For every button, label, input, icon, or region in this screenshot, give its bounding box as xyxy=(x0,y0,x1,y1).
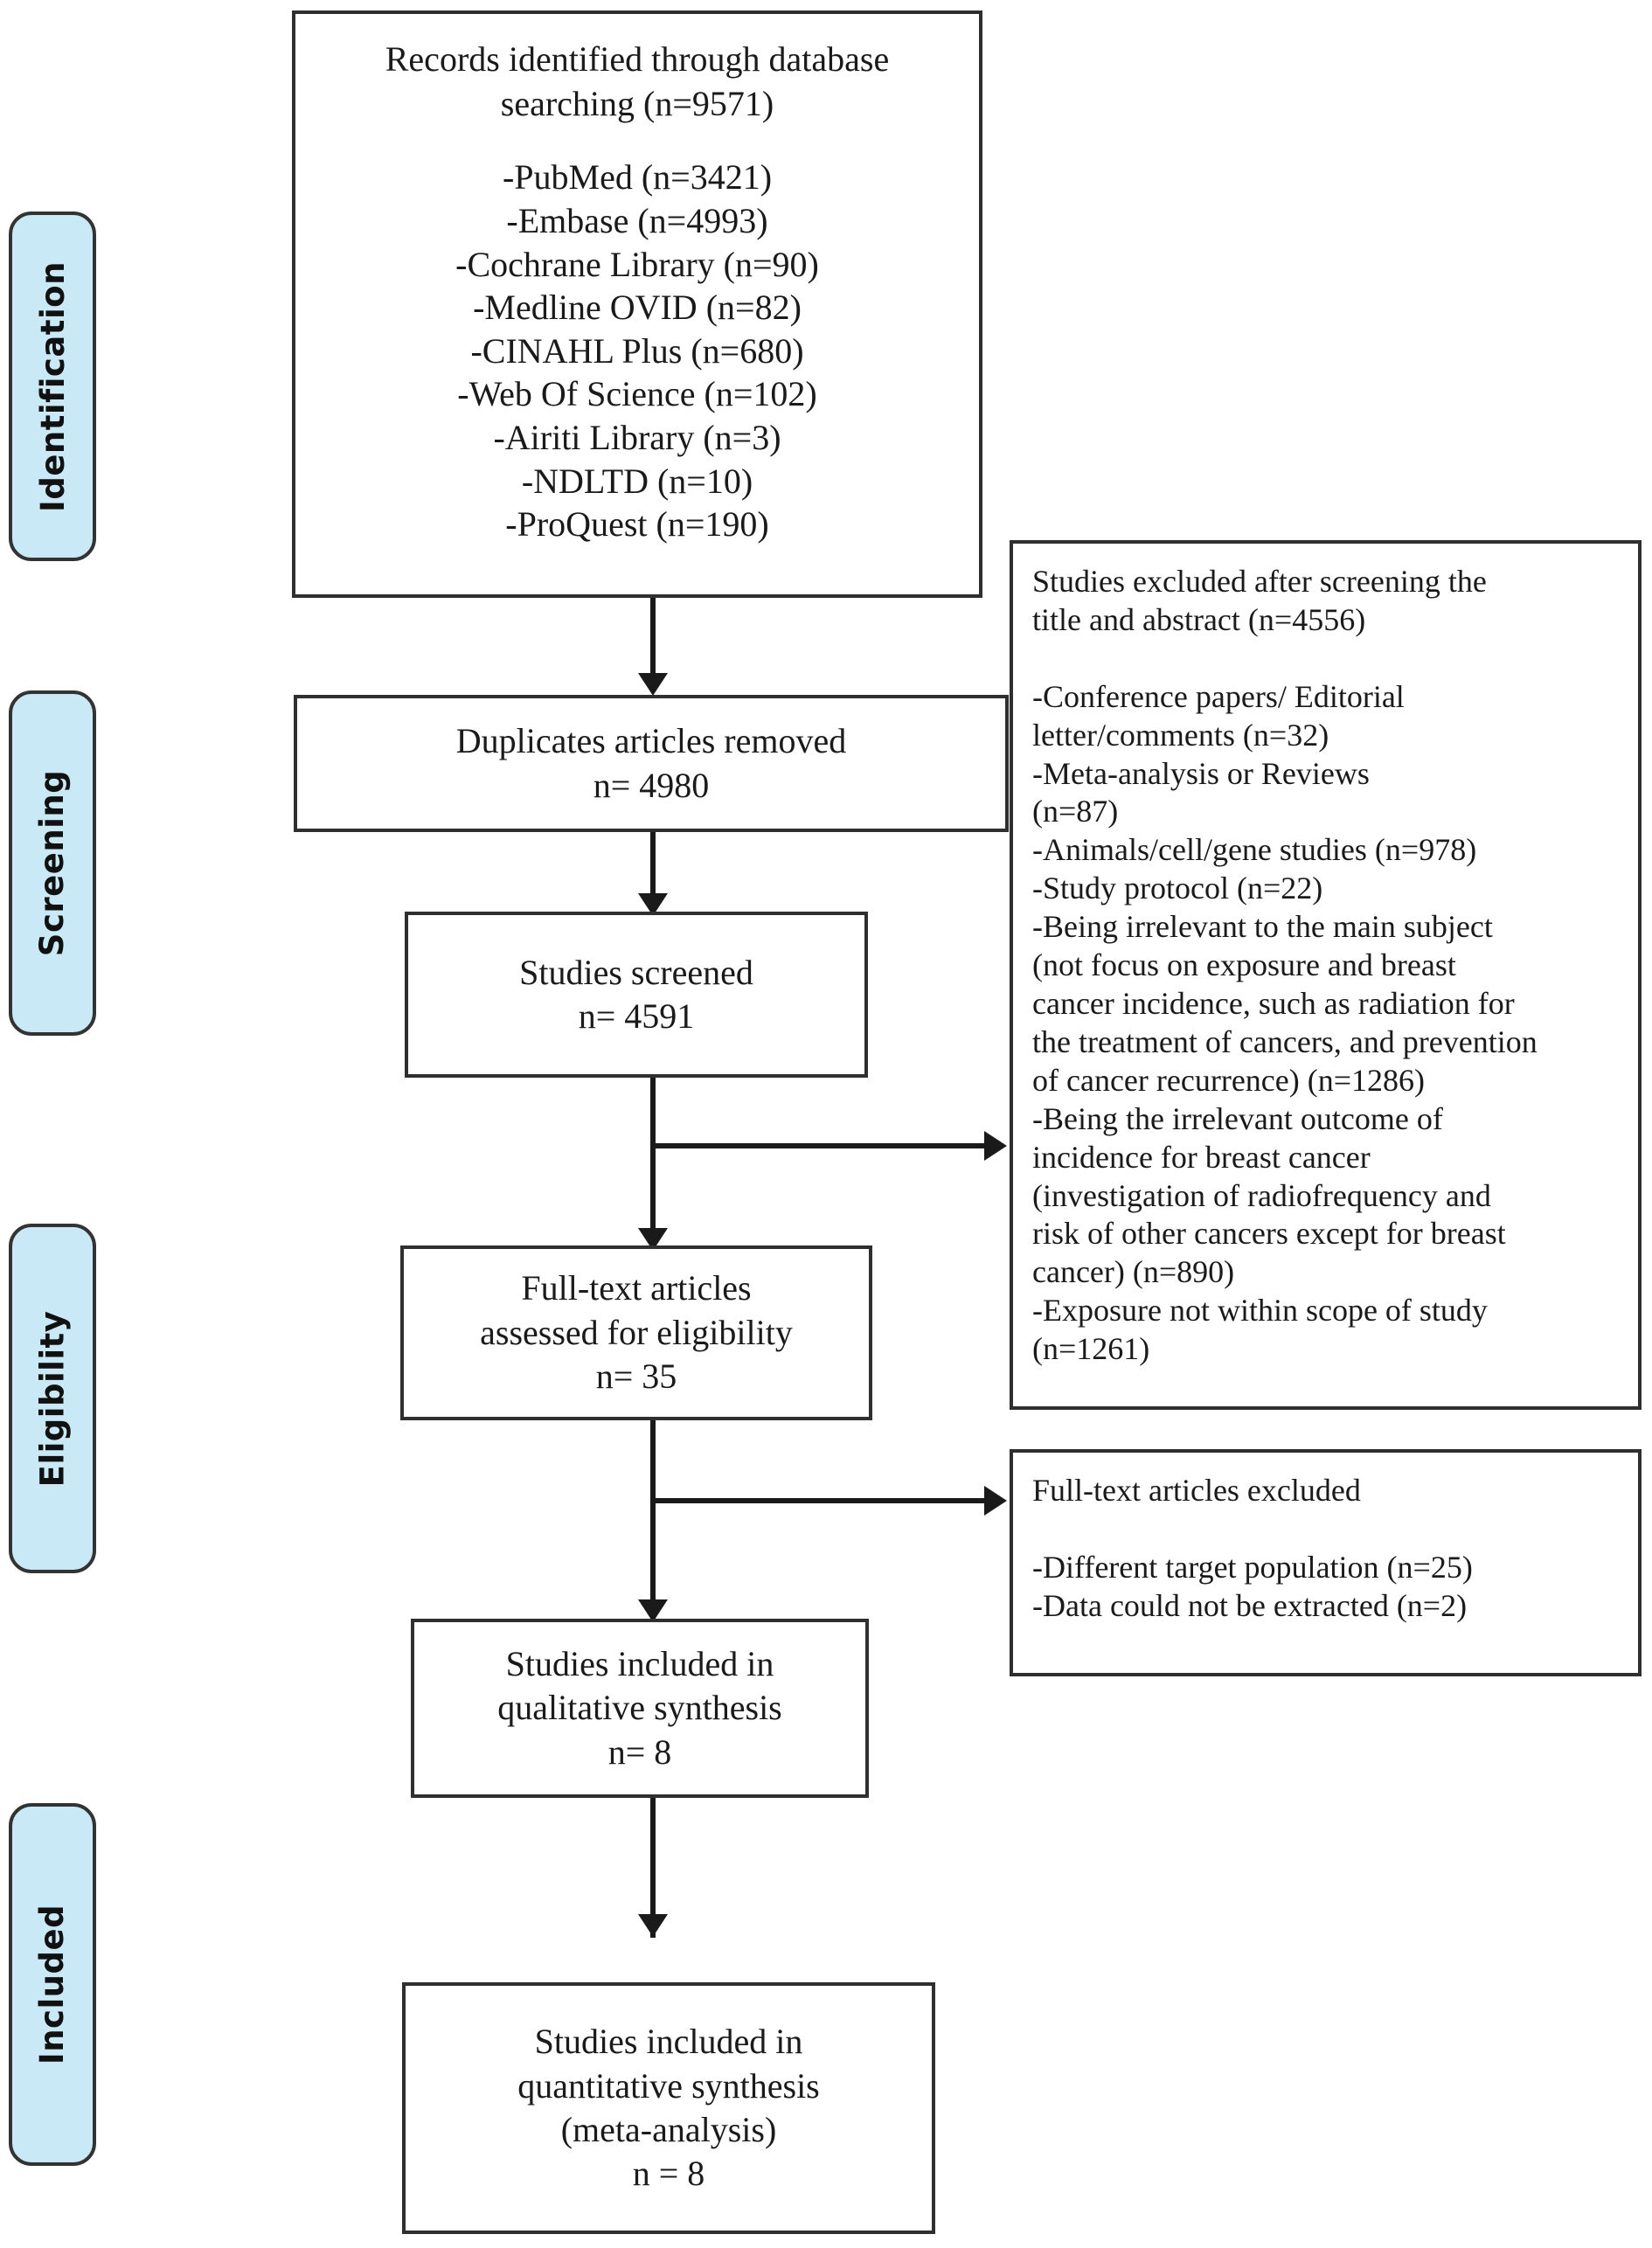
source-web-of-science: -Web Of Science (n=102) xyxy=(457,374,817,414)
source-cochrane-library: -Cochrane Library (n=90) xyxy=(455,244,819,284)
connector-line-duplicates-to-screened xyxy=(650,832,656,918)
arrow-qualitative-to-quantitative xyxy=(638,1914,668,1937)
qualitative-synthesis-text: Studies included in qualitative synthesi… xyxy=(497,1643,782,1772)
arrow-fulltext-to-excluded xyxy=(984,1486,1007,1516)
box-screening-excluded: Studies excluded after screening the tit… xyxy=(1010,540,1642,1410)
stage-label-included: Included xyxy=(33,1904,72,2065)
box-qualitative-synthesis: Studies included in qualitative synthesi… xyxy=(411,1619,869,1798)
connector-line-fulltext-to-qualitative xyxy=(650,1420,656,1623)
stage-label-screening: Screening xyxy=(33,769,72,957)
box-duplicates-removed: Duplicates articles removed n= 4980 xyxy=(294,695,1009,832)
records-identified-title: Records identified through database sear… xyxy=(385,39,890,124)
arrow-identified-to-duplicates xyxy=(638,673,668,696)
box-fulltext-assessed: Full-text articles assessed for eligibil… xyxy=(400,1245,872,1420)
box-fulltext-excluded: Full-text articles excluded -Different t… xyxy=(1010,1449,1642,1676)
arrow-fulltext-to-qualitative xyxy=(638,1599,668,1622)
source-cinahl-plus: -CINAHL Plus (n=680) xyxy=(470,330,804,371)
source-medline-ovid: -Medline OVID (n=82) xyxy=(473,288,802,328)
source-airiti-library: -Airiti Library (n=3) xyxy=(493,417,781,457)
stage-pill-identification: Identification xyxy=(9,212,96,561)
screening-excluded-text: Studies excluded after screening the tit… xyxy=(1032,564,1537,1367)
duplicates-removed-text: Duplicates articles removed n= 4980 xyxy=(455,721,847,805)
fulltext-assessed-text: Full-text articles assessed for eligibil… xyxy=(480,1268,793,1397)
stage-label-eligibility: Eligibility xyxy=(33,1310,72,1487)
fulltext-excluded-text: Full-text articles excluded -Different t… xyxy=(1032,1473,1473,1623)
stage-pill-eligibility: Eligibility xyxy=(9,1224,96,1573)
connector-line-qualitative-to-quantitative xyxy=(650,1798,656,1938)
source-proquest: -ProQuest (n=190) xyxy=(505,504,769,545)
stage-pill-included: Included xyxy=(9,1803,96,2166)
connector-line-fulltext-to-excluded xyxy=(650,1498,991,1503)
connector-line-identified-to-duplicates xyxy=(650,598,656,678)
box-records-identified: Records identified through database sear… xyxy=(292,10,982,598)
stage-pill-screening: Screening xyxy=(9,690,96,1036)
quantitative-synthesis-text: Studies included in quantitative synthes… xyxy=(517,2022,820,2194)
records-identified-source-list: -PubMed (n=3421) -Embase (n=4993) -Cochr… xyxy=(295,156,979,545)
source-embase: -Embase (n=4993) xyxy=(506,200,768,240)
arrow-screened-to-excluded xyxy=(984,1131,1007,1161)
box-studies-screened: Studies screened n= 4591 xyxy=(405,912,868,1078)
connector-line-screened-to-excluded xyxy=(650,1143,991,1148)
source-pubmed: -PubMed (n=3421) xyxy=(502,157,773,198)
source-ndltd: -NDLTD (n=10) xyxy=(521,461,753,501)
box-quantitative-synthesis: Studies included in quantitative synthes… xyxy=(402,1982,935,2234)
studies-screened-text: Studies screened n= 4591 xyxy=(519,952,753,1036)
stage-label-identification: Identification xyxy=(33,260,72,512)
connector-line-screened-to-fulltext xyxy=(650,1078,656,1252)
